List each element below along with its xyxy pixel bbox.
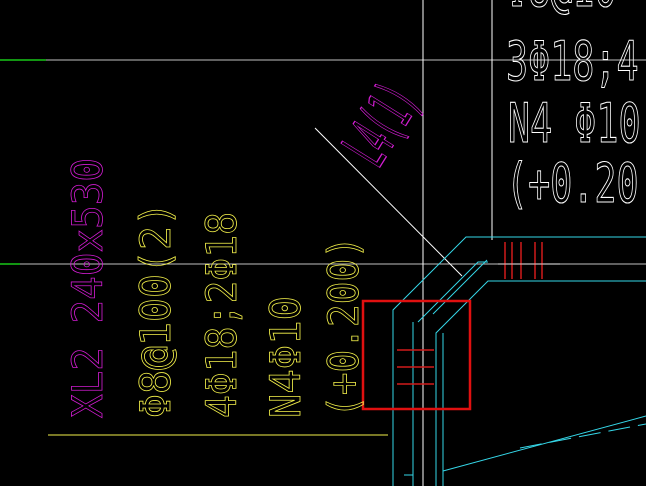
right-main-bar-spec-label: 3Φ18;4 [506, 30, 639, 93]
beam-outline-corner-right [432, 259, 488, 315]
stirrup-spec-label: Φ8@100(2) [131, 202, 180, 418]
rebar-section-right [504, 242, 543, 279]
right-stirrup-spec-label: Φ8@10 [506, 0, 616, 19]
beam-outline [392, 236, 646, 486]
beam-dashed-line [519, 423, 646, 449]
elevation-label: (+0.200) [319, 236, 368, 418]
beam-tag-label: L4(1) [330, 72, 434, 178]
beam-id-label: XL2 240x530 [63, 158, 112, 418]
side-bar-spec-label: N4Φ10 [261, 296, 310, 418]
rebar-section-left [397, 349, 434, 385]
main-bar-spec-label: 4Φ18;2Φ18 [197, 212, 246, 418]
beam-outline-inner-top [435, 280, 646, 486]
diagonal-leader-line [314, 127, 463, 277]
beam-outline-outer-top [392, 236, 646, 486]
right-side-bar-spec-label: N4 Φ10 [508, 92, 641, 155]
highlight-selection-box[interactable] [361, 299, 472, 411]
beam-outline-lower-diagonal [442, 415, 646, 472]
right-elevation-label: (+0.20 [506, 152, 639, 215]
